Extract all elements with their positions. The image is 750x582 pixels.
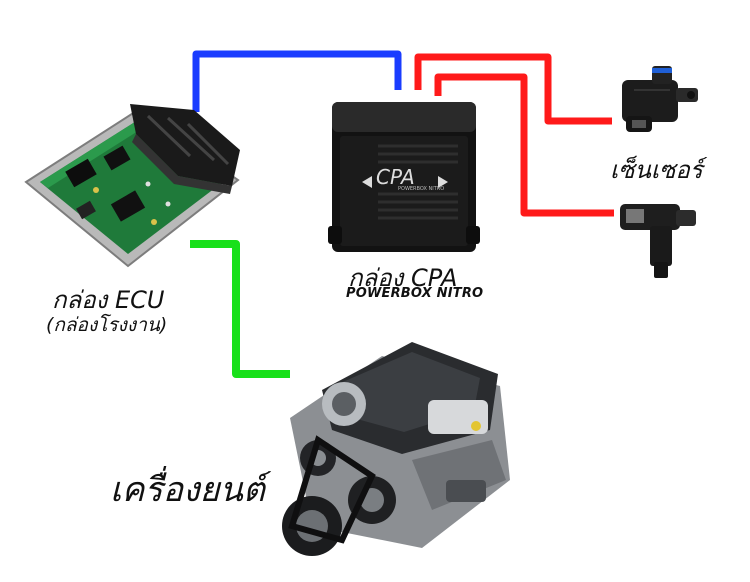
cpa-box-model: POWERBOX NITRO [398, 186, 444, 192]
wire-cpa-to-map-sensor [414, 53, 612, 125]
ecu-board-icon [24, 104, 240, 268]
wire-cpa-to-maf-sensor [434, 73, 614, 217]
engine-label: เครื่องยนต์ [110, 470, 265, 510]
ecu-label: กล่อง ECU [52, 286, 165, 314]
ecu-sublabel: (กล่องโรงงาน) [46, 314, 168, 336]
wire-ecu-to-cpa [192, 50, 402, 112]
cpa-box-brand: CPA [376, 165, 415, 189]
engine-icon [282, 342, 510, 556]
map-sensor-icon [622, 66, 698, 132]
cpa-label: กล่อง CPA [348, 264, 458, 292]
maf-sensor-icon [620, 204, 696, 278]
wire-ecu-to-engine [190, 240, 290, 378]
cpa-box-icon: CPA POWERBOX NITRO [328, 102, 480, 252]
cpa-sublabel: POWERBOX NITRO [346, 286, 484, 301]
sensor-label: เซ็นเซอร์ [610, 156, 703, 184]
